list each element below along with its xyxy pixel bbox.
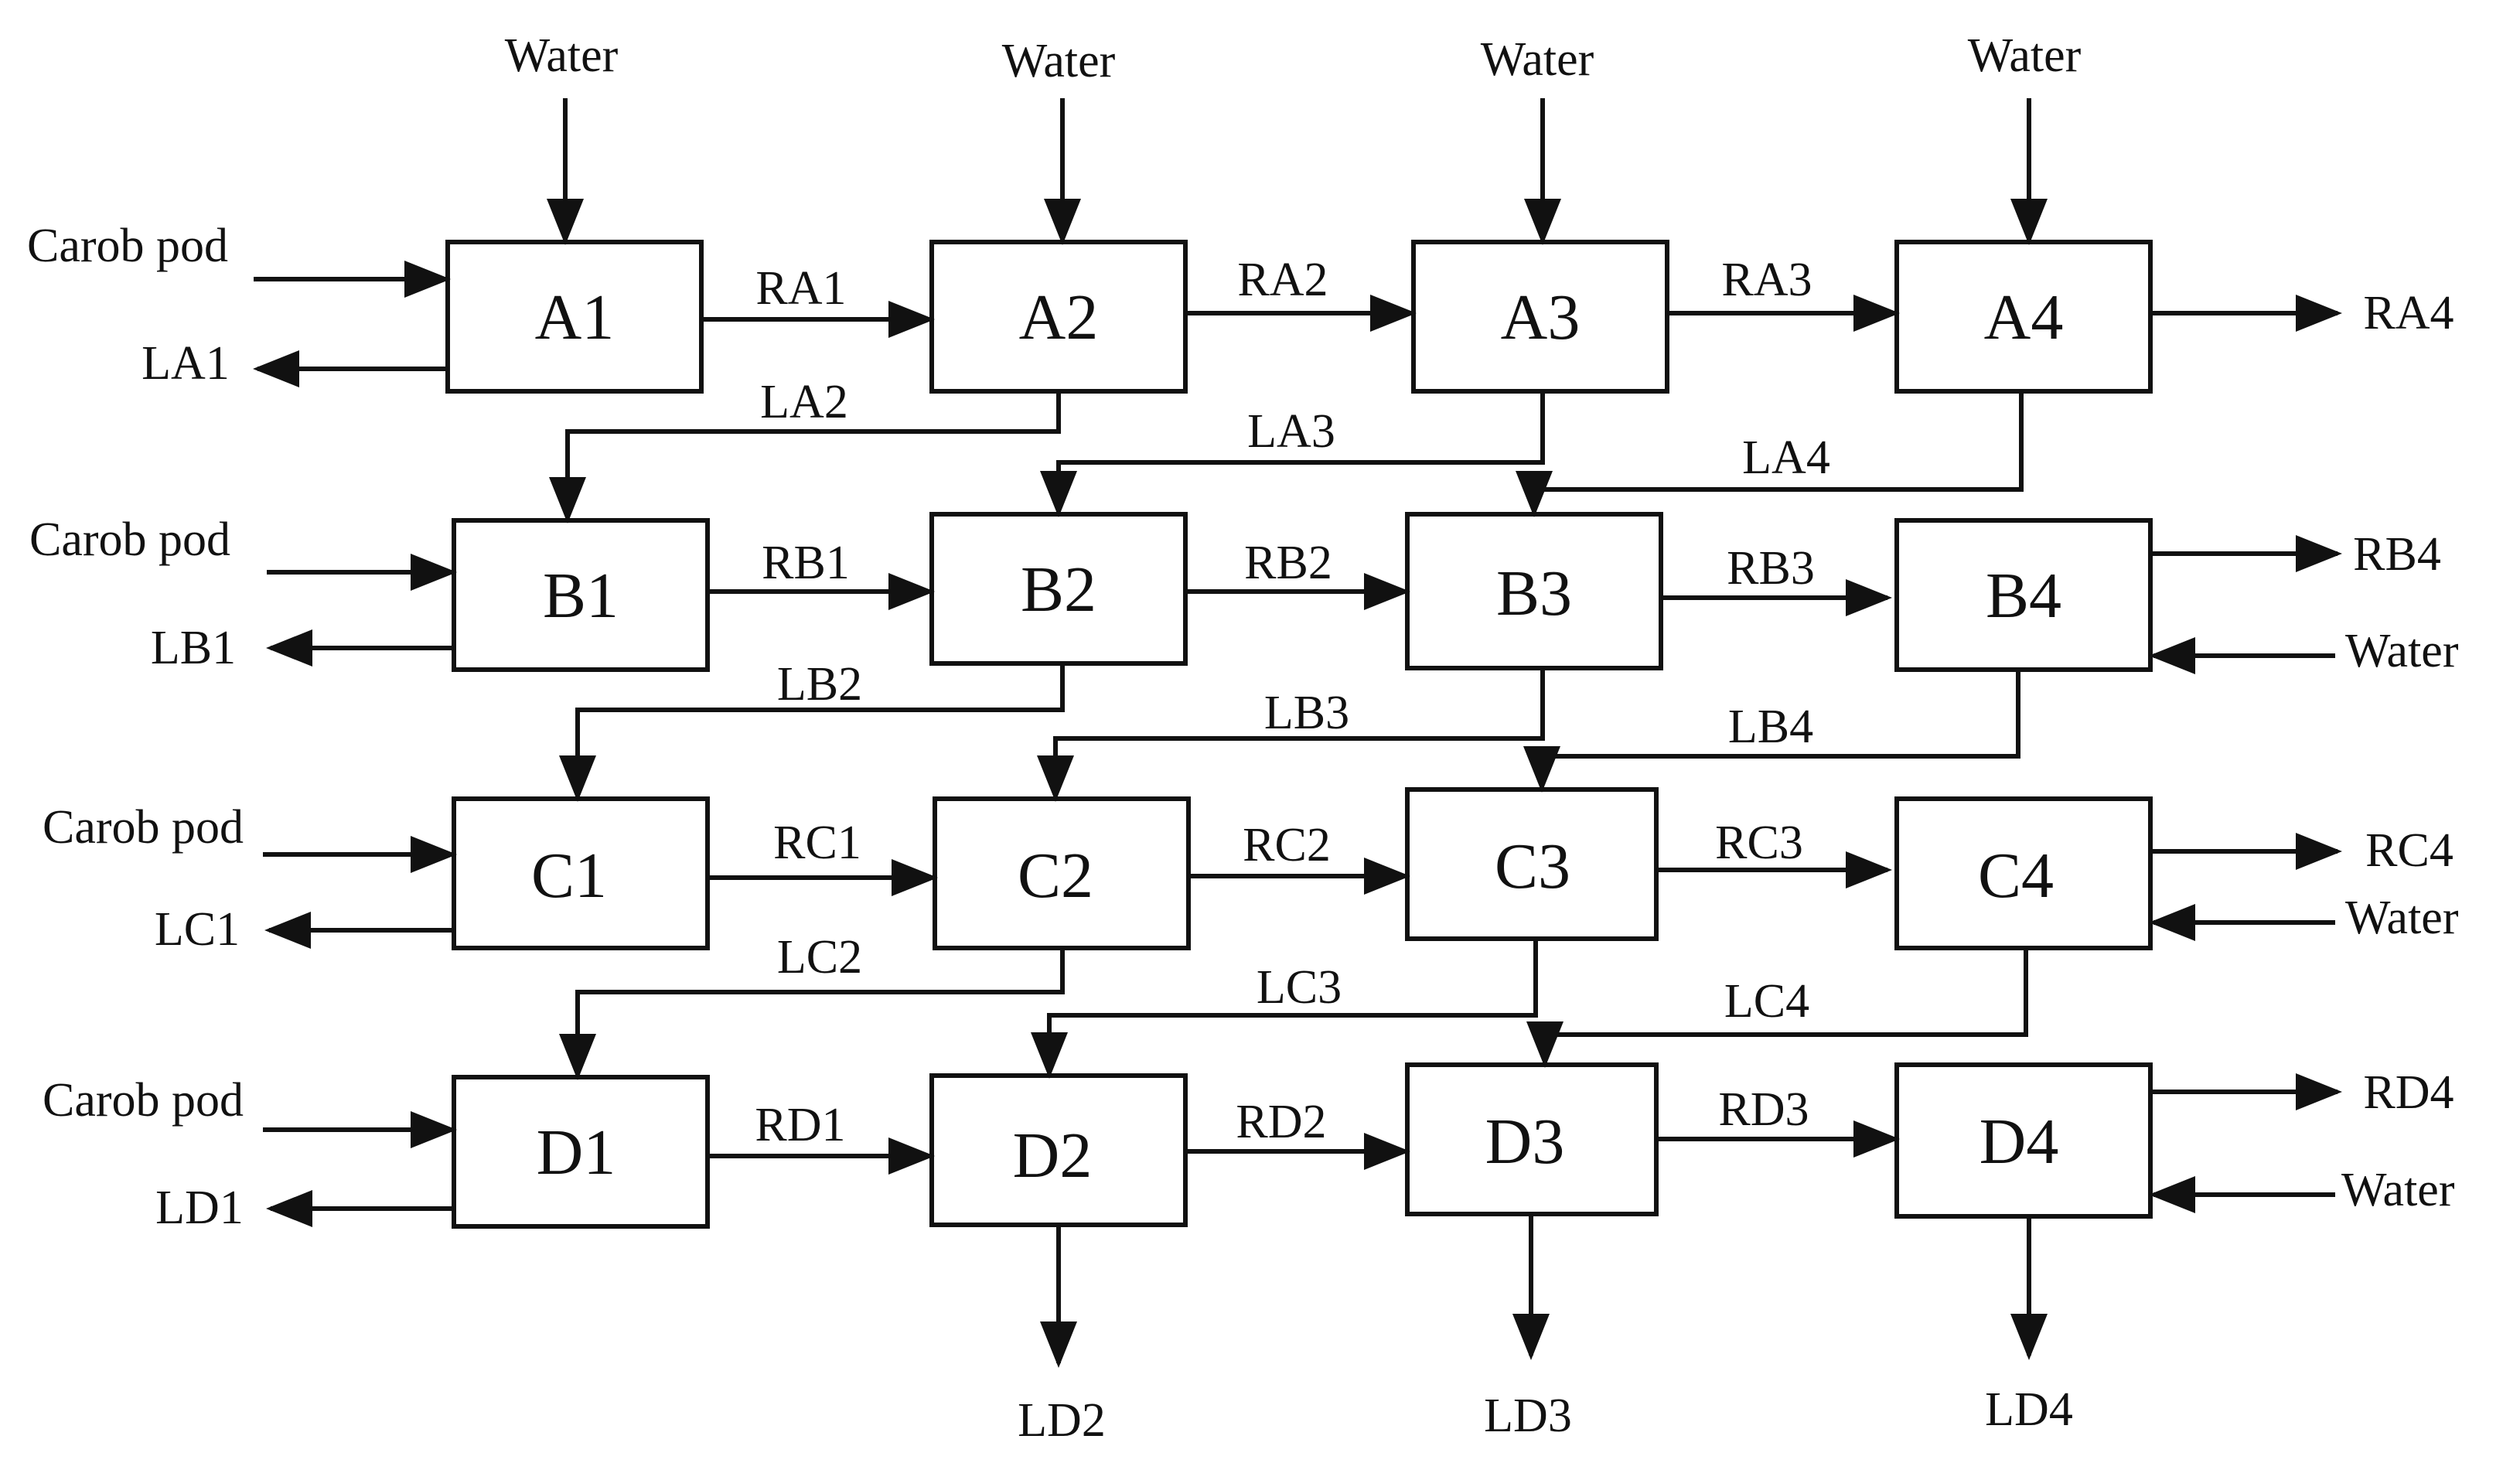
water-inputs-right: Water Water Water xyxy=(2149,625,2459,1216)
stage-label-a4: A4 xyxy=(1984,281,2064,353)
rd2-label: RD2 xyxy=(1236,1096,1326,1148)
carob-pod-label-a: Carob pod xyxy=(27,220,228,272)
rc2-label: RC2 xyxy=(1243,819,1331,871)
la1-label: LA1 xyxy=(142,337,230,390)
water-label-a4: Water xyxy=(1968,29,2082,82)
bottom-outputs: LD2 LD3 LD4 xyxy=(1018,1216,2073,1447)
stage-box-b2 xyxy=(929,512,1188,666)
ra4-label: RA4 xyxy=(2363,287,2454,339)
ra2-label: RA2 xyxy=(1237,254,1328,306)
lc1-label: LC1 xyxy=(155,903,240,956)
stage-label-a3: A3 xyxy=(1501,281,1581,353)
water-label-a2: Water xyxy=(1002,35,1116,87)
lb2-arrow xyxy=(559,665,1065,802)
rd4-label: RD4 xyxy=(2363,1066,2454,1119)
water-label-c4: Water xyxy=(2345,892,2459,944)
stage-box-a3 xyxy=(1411,240,1669,394)
lc4-arrow xyxy=(1526,950,2028,1068)
raffinate-flows: RA1 RA2 RA3 RA4 RB1 RB2 RB3 RB4 RC1 RC2 … xyxy=(703,254,2454,1175)
water-label-d4: Water xyxy=(2341,1164,2455,1216)
lb2-label: LB2 xyxy=(777,658,862,711)
la2-arrow xyxy=(549,393,1061,523)
stage-box-b4 xyxy=(1894,518,2153,672)
extract-flows: LA2 LA3 LA4 LB2 LB3 LB4 LC2 LC3 LC4 xyxy=(549,376,2028,1080)
lb3-label: LB3 xyxy=(1264,687,1349,739)
la3-arrow xyxy=(1040,393,1545,517)
water-inputs-top: Water Water Water Water xyxy=(505,29,2082,245)
row-d: D1 D2 D3 D4 xyxy=(452,1062,2153,1229)
stage-box-b1 xyxy=(452,518,710,672)
carob-pod-label-d: Carob pod xyxy=(43,1074,244,1127)
ld2-label: LD2 xyxy=(1018,1394,1106,1447)
lb1-label: LB1 xyxy=(151,622,236,674)
lc2-arrow xyxy=(559,950,1065,1080)
carob-pod-label-c: Carob pod xyxy=(43,801,244,854)
ld1-label: LD1 xyxy=(155,1182,244,1234)
stage-label-c3: C3 xyxy=(1495,830,1570,902)
stage-label-d2: D2 xyxy=(1013,1120,1093,1192)
la3-label: LA3 xyxy=(1247,405,1335,458)
rc1-label: RC1 xyxy=(773,817,861,869)
stage-box-c2 xyxy=(933,796,1191,950)
lb4-label: LB4 xyxy=(1728,701,1813,753)
stage-label-c2: C2 xyxy=(1018,840,1093,912)
stage-box-d3 xyxy=(1405,1062,1659,1216)
stage-box-d2 xyxy=(929,1073,1188,1227)
rd1-label: RD1 xyxy=(755,1099,845,1151)
stage-label-b4: B4 xyxy=(1986,560,2061,632)
la2-label: LA2 xyxy=(760,376,848,428)
lb4-arrow xyxy=(1523,671,2020,793)
row-c: C1 C2 C3 C4 xyxy=(452,787,2153,950)
stage-box-c1 xyxy=(452,796,710,950)
row-b: B1 B2 B3 B4 xyxy=(452,512,2153,672)
water-label-a3: Water xyxy=(1481,33,1594,86)
stage-label-a1: A1 xyxy=(535,281,615,353)
stage-label-a2: A2 xyxy=(1019,281,1099,353)
stage-label-b1: B1 xyxy=(543,560,619,632)
lc3-label: LC3 xyxy=(1257,961,1342,1014)
stage-box-c4 xyxy=(1894,796,2153,950)
ld3-label: LD3 xyxy=(1484,1390,1572,1442)
stage-box-c3 xyxy=(1405,787,1659,941)
stage-label-b2: B2 xyxy=(1021,554,1096,626)
ra3-label: RA3 xyxy=(1721,254,1812,306)
stage-label-c1: C1 xyxy=(531,840,607,912)
lb3-arrow xyxy=(1037,670,1545,802)
stage-label-d4: D4 xyxy=(1980,1106,2059,1178)
stage-label-c4: C4 xyxy=(1978,840,2054,912)
stage-box-d4 xyxy=(1894,1062,2153,1219)
water-label-a1: Water xyxy=(505,29,619,82)
rb4-label: RB4 xyxy=(2353,528,2441,581)
lc2-label: LC2 xyxy=(777,931,862,984)
left-side-flows: Carob pod LA1 Carob pod LB1 Carob pod LC… xyxy=(27,220,457,1234)
carob-pod-label-b: Carob pod xyxy=(29,513,230,566)
rd3-label: RD3 xyxy=(1718,1083,1809,1136)
rb2-label: RB2 xyxy=(1244,537,1332,589)
stage-label-d3: D3 xyxy=(1485,1106,1565,1178)
la4-label: LA4 xyxy=(1742,431,1830,484)
rb3-label: RB3 xyxy=(1727,542,1815,595)
rc4-label: RC4 xyxy=(2365,824,2454,877)
lc4-label: LC4 xyxy=(1724,975,1809,1028)
stage-box-a1 xyxy=(445,240,704,394)
rb1-label: RB1 xyxy=(762,537,850,589)
stage-box-b3 xyxy=(1405,512,1663,670)
lc3-arrow xyxy=(1031,940,1538,1079)
stage-label-b3: B3 xyxy=(1496,558,1572,629)
rc3-label: RC3 xyxy=(1715,817,1803,869)
stage-label-d1: D1 xyxy=(537,1117,616,1188)
stage-box-a4 xyxy=(1894,240,2153,394)
ra1-label: RA1 xyxy=(755,262,846,315)
water-label-b4: Water xyxy=(2345,625,2459,677)
la4-arrow xyxy=(1516,393,2024,517)
ld4-label: LD4 xyxy=(1985,1383,2073,1436)
